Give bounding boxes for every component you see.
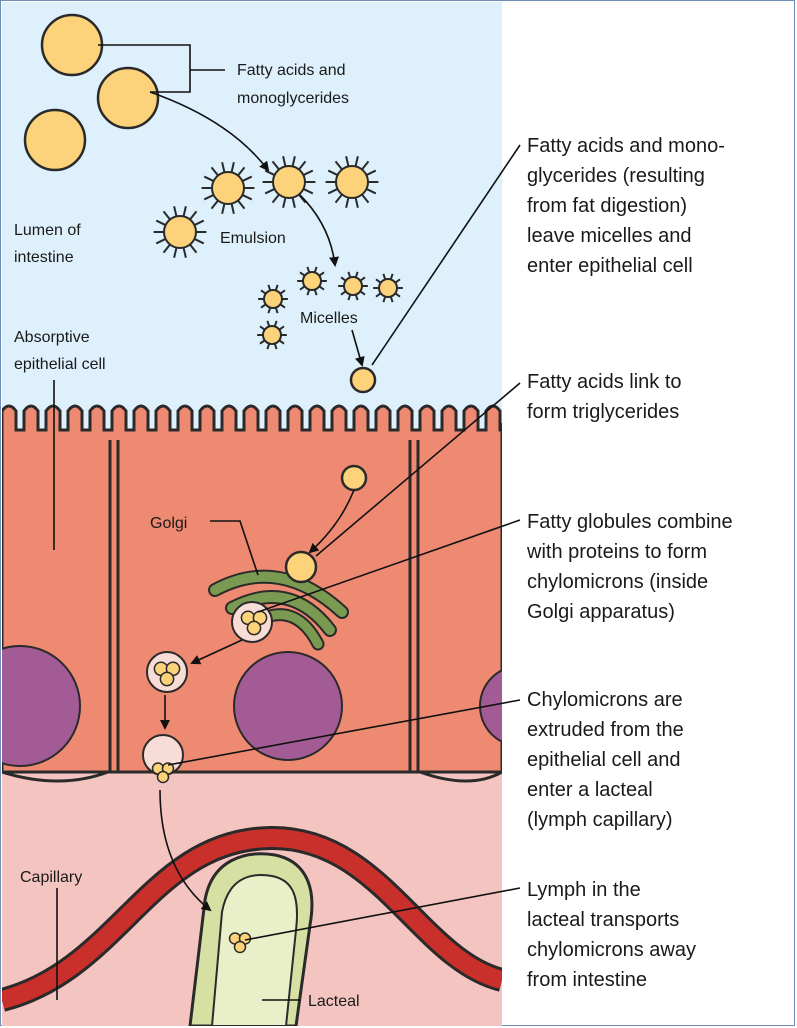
label-micelles: Micelles — [300, 310, 358, 327]
chylomicron-in-lacteal — [228, 932, 252, 954]
illustration-panel — [2, 2, 502, 1026]
micelle — [373, 273, 403, 303]
label-capillary: Capillary — [20, 869, 82, 886]
step-5-line: Lymph in the — [527, 879, 641, 901]
chylomicron — [151, 762, 175, 784]
epithelial-cells — [2, 404, 502, 783]
step-3-line: chylomicrons (inside — [527, 571, 708, 593]
step-4-line: enter a lacteal — [527, 779, 653, 801]
fatty-acid-globule — [40, 13, 104, 77]
triglyceride-droplet — [284, 550, 318, 584]
step-5-line: lacteal transports — [527, 909, 679, 931]
lipid-droplets — [23, 13, 403, 954]
step-1-line: enter epithelial cell — [527, 255, 693, 277]
step-1-line: glycerides (resulting — [527, 165, 705, 187]
fatty-acid-droplet — [349, 366, 377, 394]
fatty-acid-droplet — [340, 464, 368, 492]
label-fatty-acids-2: monoglycerides — [237, 90, 349, 107]
step-5-line: chylomicrons away — [527, 939, 696, 961]
micelle — [258, 284, 288, 314]
emulsion-droplet — [325, 156, 379, 208]
emulsion-droplet — [262, 156, 316, 208]
label-absorptive-1: Absorptive — [14, 329, 90, 346]
chylomicron — [240, 610, 268, 636]
micelle — [257, 320, 287, 350]
label-fatty-acids-1: Fatty acids and — [237, 62, 346, 79]
fatty-acid-globule — [96, 66, 160, 130]
micelle — [338, 271, 368, 301]
step-4-line: extruded from the — [527, 719, 684, 741]
micelle — [297, 266, 327, 296]
lumen-region — [2, 2, 502, 442]
nucleus-center — [233, 651, 343, 761]
step-2-line: form triglycerides — [527, 401, 679, 423]
label-lumen-1: Lumen of — [14, 222, 81, 239]
step-descriptions: Fatty acids and mono-glycerides (resulti… — [526, 135, 733, 991]
step-3-line: Fatty globules combine — [527, 511, 733, 533]
label-golgi: Golgi — [150, 515, 187, 532]
capillary-wall — [2, 828, 502, 1009]
step-1-line: from fat digestion) — [527, 195, 687, 217]
nucleus-left — [2, 645, 81, 767]
label-lacteal: Lacteal — [308, 993, 360, 1010]
emulsion-droplet — [201, 162, 255, 214]
step-3-line: Golgi apparatus) — [527, 601, 675, 623]
leader-lines — [53, 44, 521, 1001]
label-emulsion: Emulsion — [220, 230, 286, 247]
emulsion-droplet — [153, 206, 207, 258]
step-1-line: Fatty acids and mono- — [527, 135, 725, 157]
illustration-labels: Fatty acids and monoglycerides Lumen of … — [14, 62, 360, 1010]
step-4-line: Chylomicrons are — [527, 689, 683, 711]
chylomicron — [153, 661, 181, 687]
step-2-line: Fatty acids link to — [527, 371, 682, 393]
label-lumen-2: intestine — [14, 249, 74, 266]
step-3-line: with proteins to form — [526, 541, 707, 563]
label-absorptive-2: epithelial cell — [14, 356, 106, 373]
step-1-line: leave micelles and — [527, 225, 692, 247]
step-4-line: (lymph capillary) — [527, 809, 673, 831]
epithelial-cell-layer — [2, 404, 502, 774]
fatty-acid-globule — [23, 108, 87, 172]
step-4-line: epithelial cell and — [527, 749, 680, 771]
step-5-line: from intestine — [527, 969, 647, 991]
